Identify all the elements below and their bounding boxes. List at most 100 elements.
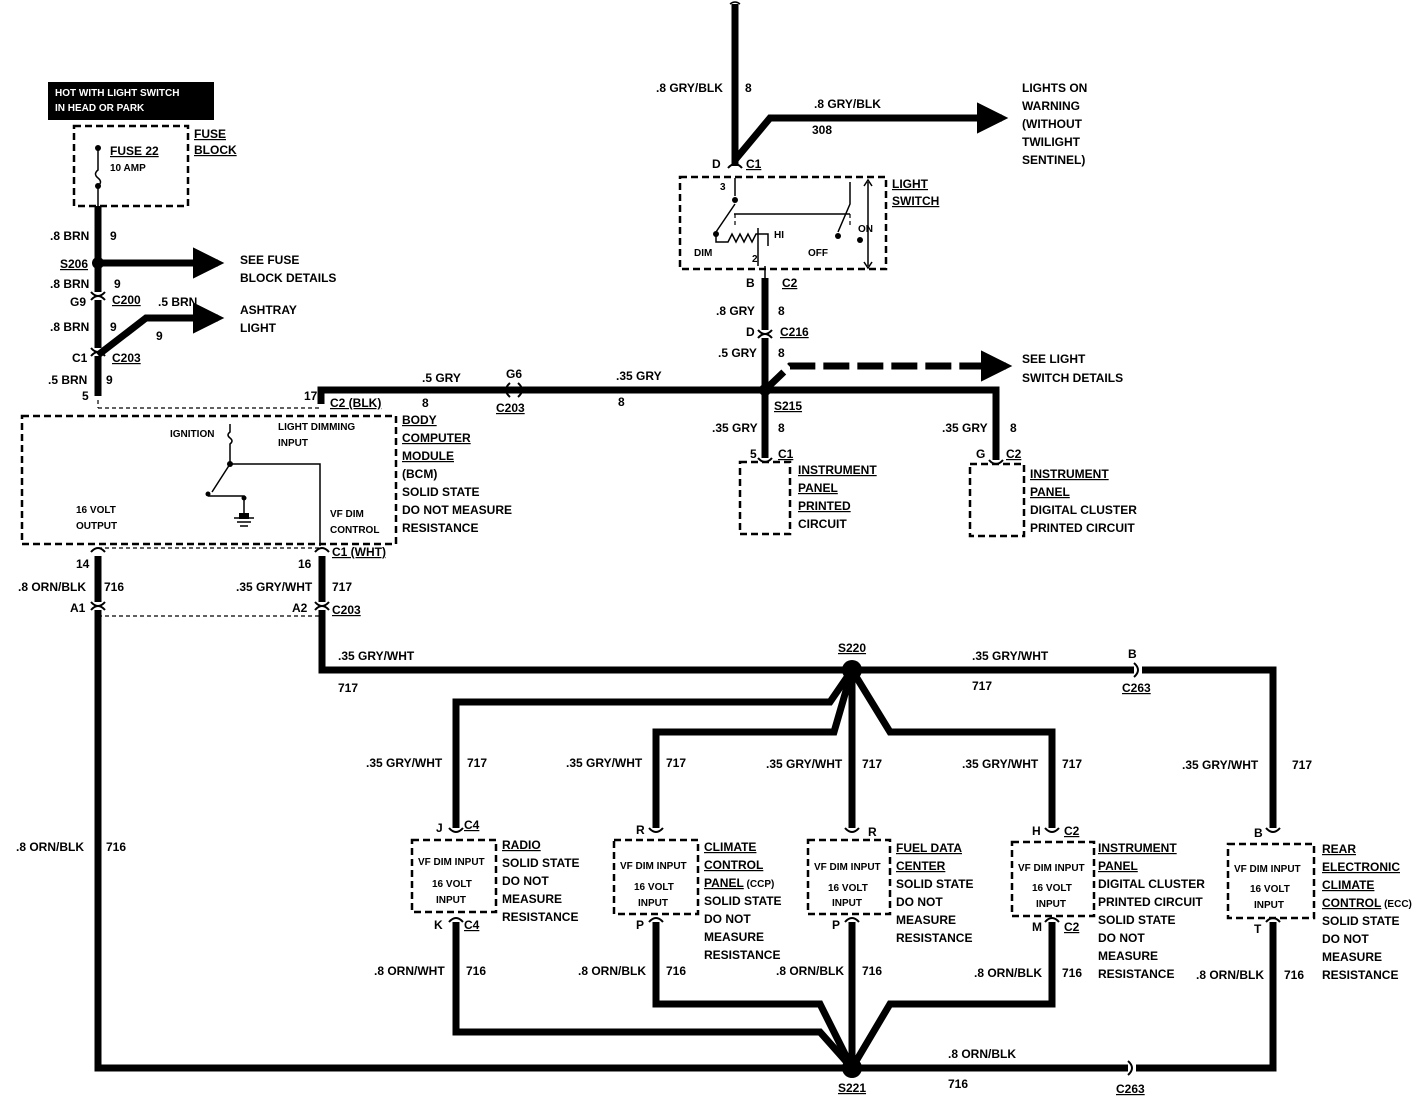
ipdc-desc-1: DIGITAL CLUSTER [1098,877,1205,891]
radio-desc-2: DO NOT [502,874,549,888]
ccp-in-3: INPUT [638,898,668,909]
recc-name-4-main: CONTROL [1322,896,1381,910]
bcm-c1-wht: C1 (WHT) [332,545,386,559]
wire-716-ccp [652,922,856,1070]
bcm-desc-3: RESISTANCE [402,521,478,535]
recc-desc-4: RESISTANCE [1322,968,1398,982]
ipdc-bot-circuit: 716 [1062,966,1082,980]
conn-c216: C216 [780,325,809,339]
see-ls-2: SWITCH DETAILS [1022,371,1123,385]
ccp-desc-4: RESISTANCE [704,948,780,962]
header-line2: IN HEAD OR PARK [55,103,145,114]
bcm-desc-1: SOLID STATE [402,485,480,499]
recc-in-1: VF DIM INPUT [1234,864,1301,875]
ccp-top-gauge: .35 GRY/WHT [566,756,643,770]
bcm-name-2: COMPUTER [402,431,471,445]
radio-in-2: 16 VOLT [432,879,472,890]
fuse-block-label1: FUSE [194,127,226,141]
radio-top-gauge: .35 GRY/WHT [366,756,443,770]
recc-name-2: ELECTRONIC [1322,860,1400,874]
ccp-name-1: CLIMATE [704,840,756,854]
lights-on-5: SENTINEL) [1022,153,1085,167]
module-ccp: .35 GRY/WHT 717 R VF DIM INPUT 16 VOLT I… [566,756,782,978]
fdc-pin-bot: P [832,918,840,932]
ipdc-bot-gauge: .8 ORN/BLK [974,966,1042,980]
left-long-gauge: .8 ORN/BLK [16,840,84,854]
g9-label: G9 [70,295,86,309]
lower-c203: C203 [332,603,361,617]
ccp-in-1: VF DIM INPUT [620,861,687,872]
lower-c16: 717 [332,580,352,594]
fdc-in-2: 16 VOLT [828,883,868,894]
fuse-block-box [72,124,190,208]
ipdc-top-gauge: .35 GRY/WHT [962,757,1039,771]
ip-printed-circuit-box [738,460,792,536]
see-ls-1: SEE LIGHT [1022,352,1086,366]
dc-conn: C2 [1006,447,1022,461]
bcm-pin-14: 14 [76,557,90,571]
s206-label: S206 [60,257,88,271]
light-switch-label-1: LIGHT [892,177,929,191]
bcm-dimming-2: INPUT [278,438,308,449]
circuit-5-gry: 8 [778,346,785,360]
switch-off: OFF [808,248,828,259]
ashtray-circuit: 9 [156,329,163,343]
lower-a1: A1 [70,601,86,615]
fdc-box [806,838,892,916]
ccp-name-suffix: (CCP) [744,879,775,890]
c203-mid: C203 [496,401,525,415]
ccp-desc-3: MEASURE [704,930,764,944]
w1-circuit: 9 [110,229,117,243]
lights-on-4: TWILIGHT [1022,135,1081,149]
ccp-name-3: PANEL (CCP) [704,876,774,890]
bus-717-right-circuit: 717 [972,679,992,693]
wire-ashtray [95,302,225,358]
wire-717-radio [452,668,855,828]
bcm-pin-17: 17 [304,389,318,403]
c203-top-label: C203 [112,351,141,365]
s220-label: S220 [838,641,866,655]
fdc-top-gauge: .35 GRY/WHT [766,757,843,771]
conn-c2: C2 [782,276,798,290]
ipdc-pin-bot: M [1032,920,1042,934]
bus-717-circuit: 717 [338,681,358,695]
ccp-name-3-main: PANEL [704,876,744,890]
wire-see-light-switch [762,350,1013,393]
radio-in-3: INPUT [436,895,466,906]
s215-label: S215 [774,399,802,413]
ip-gauge: .35 GRY [712,421,758,435]
wire-716-left [94,610,852,1072]
w2-gauge: .8 BRN [50,277,89,291]
ipdc-conn-bot: C2 [1064,920,1080,934]
c263-top: C263 [1122,681,1151,695]
ipdc-desc-6: RESISTANCE [1098,967,1174,981]
ipdc-desc-3: SOLID STATE [1098,913,1176,927]
switch-hi: HI [774,230,784,241]
dc-pin: G [976,447,985,461]
ipdc-in-2: 16 VOLT [1032,883,1072,894]
ccp-bot-circuit: 716 [666,964,686,978]
bcm-dimming-1: LIGHT DIMMING [278,422,355,433]
bcm-c2-blk: C2 (BLK) [330,396,381,410]
light-switch-box [678,175,888,271]
fdc-bot-gauge: .8 ORN/BLK [776,964,844,978]
light-switch-contacts [715,178,869,266]
module-ipdc: .35 GRY/WHT 717 H C2 VF DIM INPUT 16 VOL… [962,757,1205,981]
ccp-top-circuit: 717 [666,756,686,770]
ipdc-name-2: PANEL [1098,859,1138,873]
dc-circuit: 8 [1010,421,1017,435]
switch-dim: DIM [694,248,712,259]
ip-pin: 5 [750,447,757,461]
lower-g14: .8 ORN/BLK [18,580,86,594]
recc-top-gauge: .35 GRY/WHT [1182,758,1259,772]
splice-s221 [842,1058,862,1078]
bcm-internal-circuit [208,424,321,546]
see-fuse-line1: SEE FUSE [240,253,299,267]
ccp-desc-1: SOLID STATE [704,894,782,908]
pin-d-top: D [712,157,721,171]
gauge-8-gry: .8 GRY [716,304,755,318]
radio-top-circuit: 717 [467,756,487,770]
fdc-bot-circuit: 716 [862,964,882,978]
recc-pin-top: B [1254,826,1263,840]
recc-top-circuit: 717 [1292,758,1312,772]
